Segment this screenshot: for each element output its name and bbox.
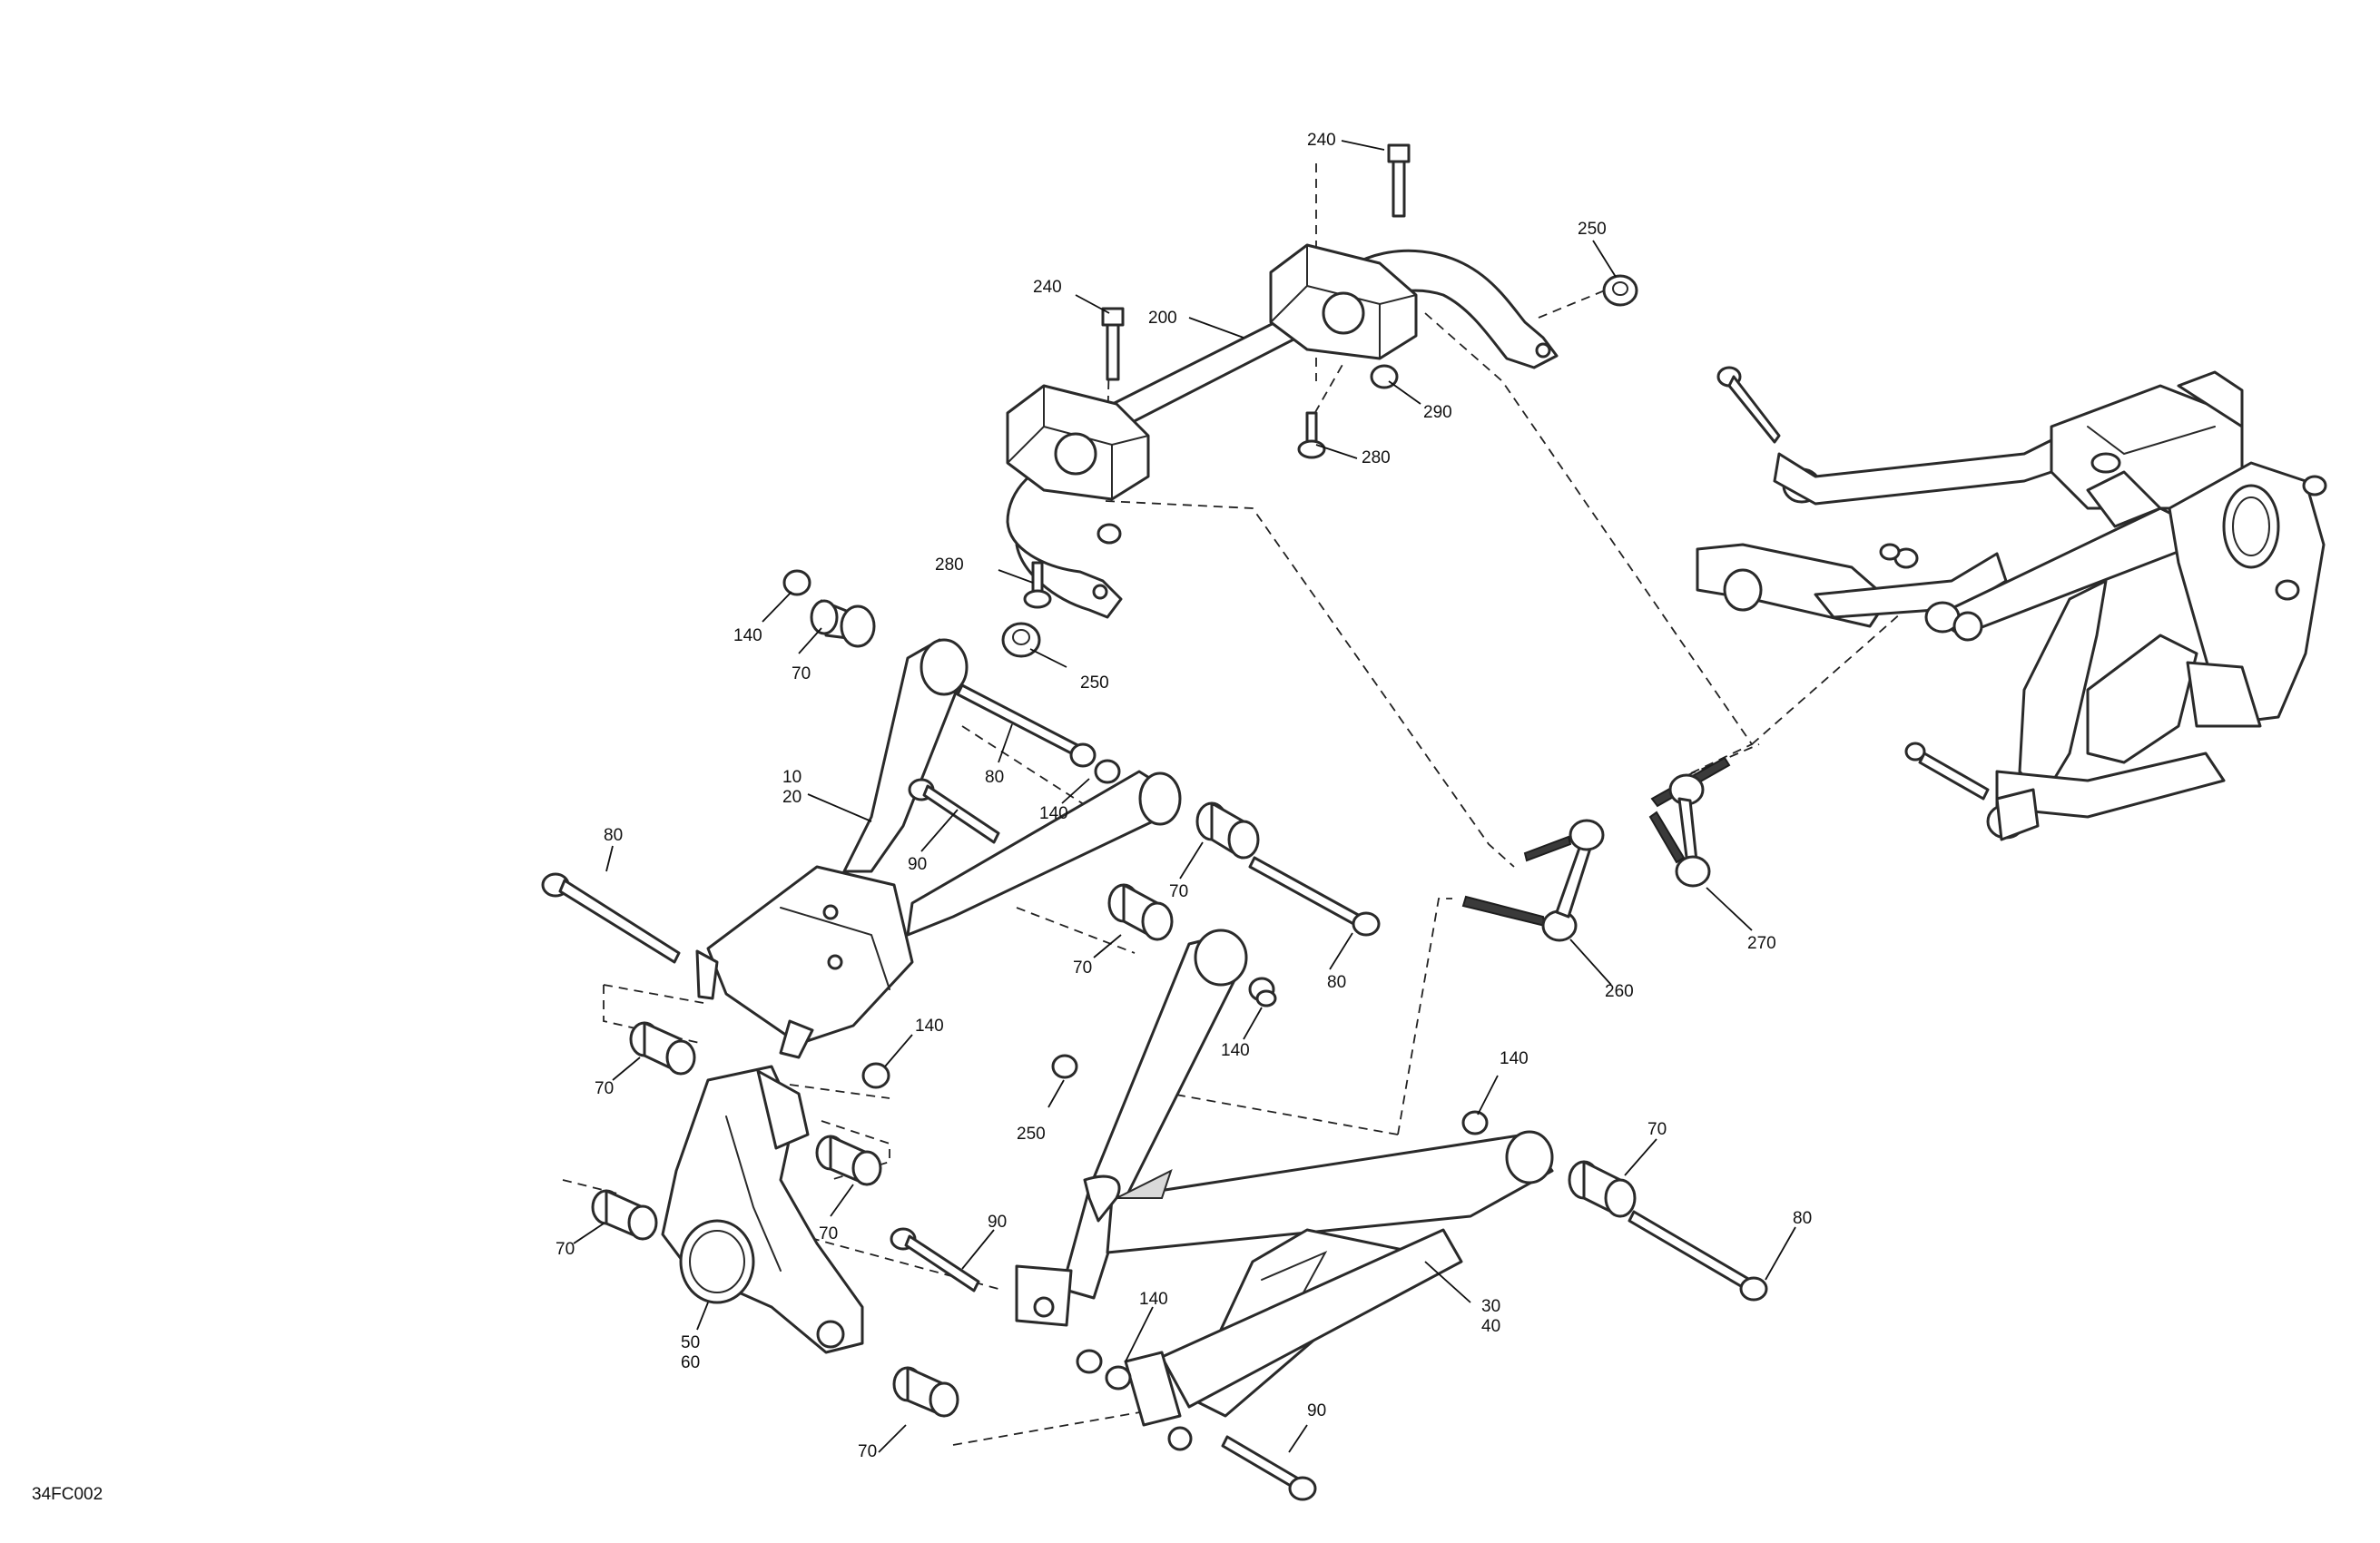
callout-80-a: 80 <box>985 768 1004 787</box>
bolt-90-mid <box>890 1227 980 1292</box>
callout-280-left: 280 <box>935 555 964 575</box>
assembled-suspension-view <box>1696 366 2327 841</box>
steering-knuckle <box>661 1065 864 1354</box>
bushing-70-g <box>1568 1160 1637 1218</box>
bolt-90-upper <box>908 778 1000 844</box>
callout-90-a: 90 <box>908 855 927 874</box>
callout-90-b: 90 <box>988 1213 1007 1232</box>
callout-80-b: 80 <box>604 826 623 845</box>
callout-70-b: 70 <box>1169 882 1188 901</box>
nut-250-top <box>1602 274 1638 307</box>
callout-240-top: 240 <box>1307 131 1336 150</box>
callout-140-f: 140 <box>1139 1290 1168 1309</box>
upper-a-arm <box>695 638 1182 1059</box>
bolt-80-upper-right <box>956 683 1087 760</box>
callout-260: 260 <box>1605 982 1634 1001</box>
callout-70-f: 70 <box>556 1240 575 1259</box>
bolt-280-left <box>1023 561 1052 609</box>
callout-270: 270 <box>1747 934 1776 953</box>
callout-200: 200 <box>1148 309 1177 328</box>
bar-clamp-left <box>1006 384 1150 501</box>
callout-140-b: 140 <box>1039 804 1068 823</box>
bushing-70-c <box>1107 883 1174 941</box>
callout-70-e: 70 <box>819 1224 838 1243</box>
nuts-small <box>782 569 1489 1391</box>
callout-leaders <box>573 140 1796 1453</box>
callout-labels: 240 250 240 200 290 280 280 250 140 70 1… <box>556 131 1812 1461</box>
lower-a-arm <box>1015 929 1554 1451</box>
callout-140-a: 140 <box>733 626 762 645</box>
callout-70-c: 70 <box>1073 958 1092 978</box>
callout-70-g: 70 <box>1647 1120 1667 1139</box>
bushing-70-a <box>810 599 876 648</box>
callout-140-d: 140 <box>1221 1041 1250 1060</box>
bolt-90-lower <box>1221 1435 1317 1501</box>
callout-60: 60 <box>681 1353 700 1372</box>
callout-140-c: 140 <box>915 1017 944 1036</box>
bolt-80-right <box>1248 856 1381 937</box>
callout-250-left: 250 <box>1080 673 1109 693</box>
stabilizer-link-260 <box>1461 819 1605 942</box>
callout-80-d: 80 <box>1793 1209 1812 1228</box>
callout-280-center: 280 <box>1362 448 1391 467</box>
callout-70-a: 70 <box>792 664 811 683</box>
callout-20: 20 <box>782 788 802 807</box>
bolt-280-center <box>1297 411 1326 459</box>
callout-10: 10 <box>782 768 802 787</box>
bolt-80-lower-right <box>1628 1210 1768 1302</box>
bushing-70-e <box>815 1135 882 1186</box>
callout-80-c: 80 <box>1327 973 1346 992</box>
callout-290: 290 <box>1423 403 1452 422</box>
bolt-80-left <box>541 872 681 964</box>
callout-50: 50 <box>681 1333 700 1352</box>
callout-240-left: 240 <box>1033 278 1062 297</box>
callout-140-e: 140 <box>1500 1049 1529 1068</box>
bushing-70-h <box>892 1366 959 1418</box>
callout-40: 40 <box>1481 1317 1500 1336</box>
nut-250-left <box>1001 622 1041 658</box>
callout-90-c: 90 <box>1307 1401 1326 1420</box>
nut-stab-small <box>1097 523 1122 545</box>
bar-clamp-right <box>1269 243 1418 360</box>
callout-250-top: 250 <box>1578 220 1607 239</box>
bolt-240-top <box>1387 143 1411 218</box>
bolt-240-left <box>1101 307 1125 381</box>
callout-70-d: 70 <box>595 1079 614 1098</box>
callout-30: 30 <box>1481 1297 1500 1316</box>
bushing-70-f <box>591 1189 658 1241</box>
bushing-70-b <box>1195 801 1260 860</box>
callout-250-c: 250 <box>1017 1125 1046 1144</box>
bushing-70-d <box>629 1021 696 1076</box>
figure-code: 34FC002 <box>32 1485 103 1504</box>
callout-70-h: 70 <box>858 1442 877 1461</box>
stabilizer-link-270 <box>1648 756 1731 888</box>
